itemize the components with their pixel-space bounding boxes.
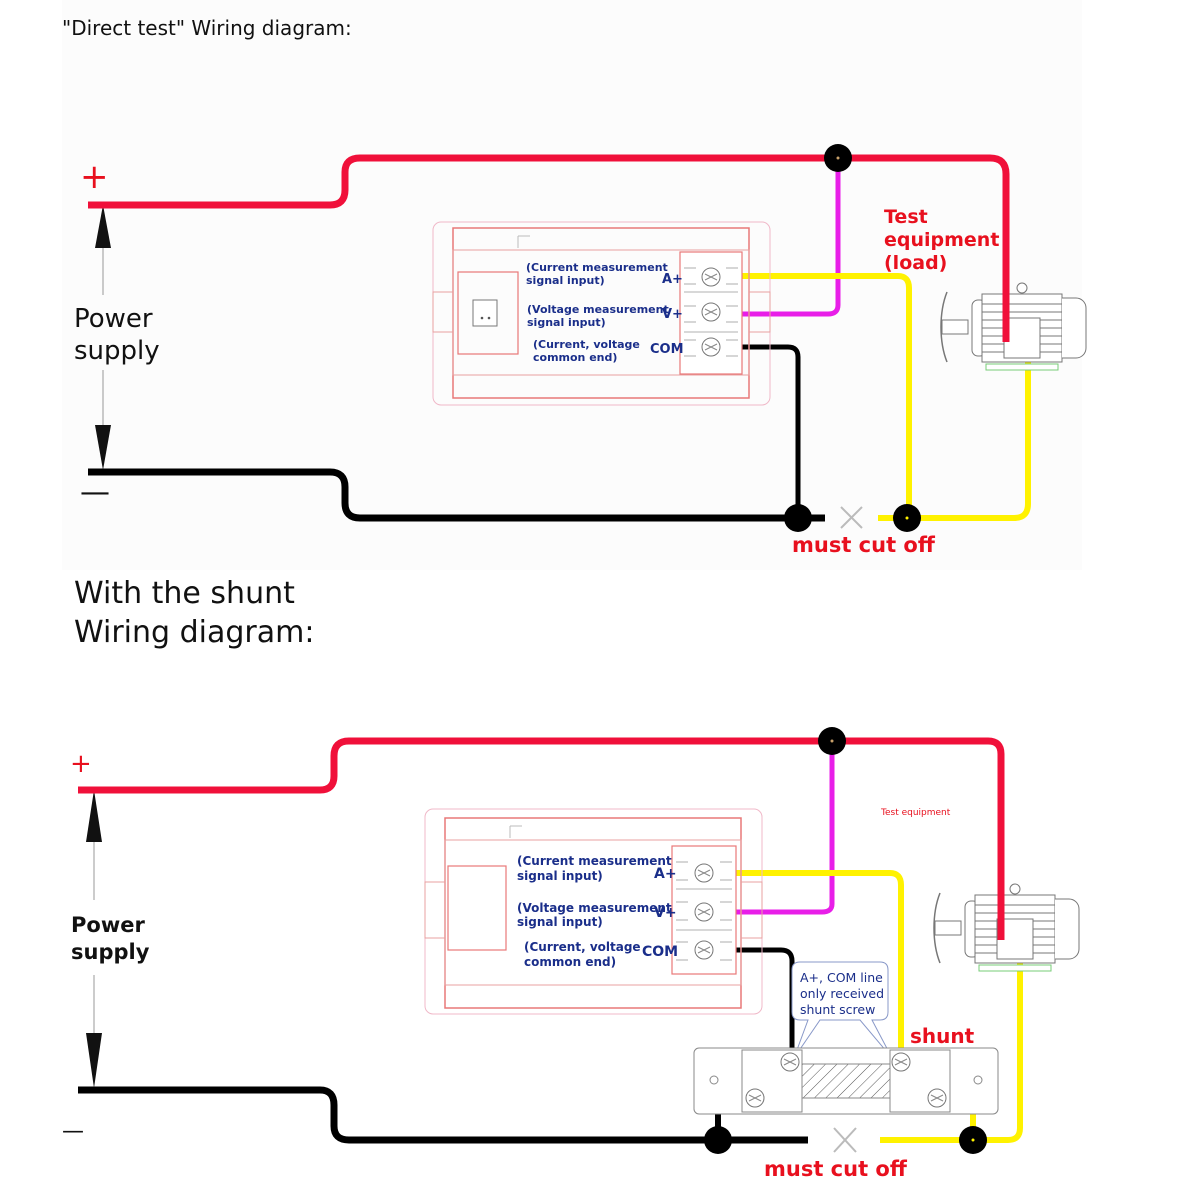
diagram2-motor-icon: [933, 883, 1080, 972]
diagram2-arrow-down-icon: [86, 1033, 102, 1088]
diagram1-com-wire: [710, 344, 801, 518]
diagram1-junction-negative: [784, 504, 812, 532]
diagram2-positive-wire: [78, 737, 1005, 940]
diagram2-load-return-wire: [880, 950, 1023, 1143]
diagram1-screw-com-icon: [701, 337, 721, 357]
diagram1-screw-a-plus-icon: [701, 267, 721, 287]
diagram2-plus-sign: +: [70, 749, 92, 779]
diagram2-shunt-label: shunt: [910, 1024, 975, 1048]
diagram1: + — Power supply: [74, 144, 1087, 557]
diagram2-arrow-up-icon: [86, 790, 102, 842]
diagram2-voltage-wire: [700, 741, 835, 915]
diagram1-minus-sign: —: [80, 475, 110, 510]
diagram2-terminal-v-plus-label: V+: [654, 905, 677, 921]
diagram2-com-wire: [700, 947, 795, 1062]
diagram2-negative-wire: [78, 1086, 808, 1144]
diagram1-cut-x-icon: [840, 506, 863, 529]
diagram1-positive-wire: [88, 154, 1010, 342]
diagram2-title-line1: With the shunt: [74, 576, 295, 611]
diagram2-screw-com-icon: [694, 940, 714, 960]
diagram1-arrow-down-icon: [95, 425, 111, 470]
diagram1-voltage-wire: [705, 158, 841, 317]
diagram1-screw-v-plus-icon: [701, 302, 721, 322]
diagram2: + — Power supply: [62, 727, 1080, 1181]
diagram2-terminal-a-plus-label: A+: [654, 866, 677, 882]
diagram1-title: "Direct test" Wiring diagram:: [62, 16, 352, 40]
diagram2-shunt-screw-left-bottom-icon: [745, 1088, 765, 1108]
diagram2-shunt-screw-left-top-icon: [780, 1052, 800, 1072]
diagram1-current-wire: [710, 273, 912, 518]
diagram2-minus-sign: —: [62, 1119, 84, 1144]
diagram2-callout: A+, COM line only received shunt screw: [791, 961, 893, 1059]
diagram2-title-line2: Wiring diagram:: [74, 615, 315, 650]
diagram2-junction-negative: [704, 1126, 732, 1154]
diagram2-screw-v-plus-icon: [694, 902, 714, 922]
diagram2-power-supply-label: Power supply: [71, 913, 152, 964]
diagram2-current-wire: [700, 870, 904, 1062]
diagram2-shunt-screw-right-top-icon: [891, 1052, 911, 1072]
diagram1-terminal-a-plus-label: A+: [662, 272, 683, 287]
diagram1-terminal-com-label: COM: [650, 342, 684, 357]
diagram2-title: With the shunt Wiring diagram:: [74, 574, 314, 652]
diagram1-load-label: Test equipment (load): [884, 206, 1006, 274]
diagram2-shunt: [693, 1047, 999, 1115]
diagram1-cut-label: must cut off: [792, 533, 936, 557]
diagram1-arrow-up-icon: [95, 205, 111, 248]
diagram2-load-label: Test equipment: [880, 808, 951, 818]
diagram2-screw-a-plus-icon: [694, 863, 714, 883]
diagram1-load-return-wire: [878, 342, 1031, 521]
diagram1-motor-icon: [940, 282, 1087, 371]
diagram1-terminal-v-plus-label: V+: [662, 307, 683, 322]
diagram2-cut-label: must cut off: [764, 1157, 908, 1181]
diagram1-negative-wire: [88, 468, 825, 522]
diagram2-cut-x-icon: [833, 1127, 857, 1153]
diagram1-power-supply-label: Power supply: [74, 304, 161, 366]
diagram1-plus-sign: +: [80, 157, 109, 197]
svg-text:A+, COM line only rece: A+, COM line only received shunt screw: [800, 970, 888, 1017]
diagram2-shunt-screw-right-bottom-icon: [927, 1088, 947, 1108]
diagram2-terminal-com-label: COM: [642, 944, 678, 960]
